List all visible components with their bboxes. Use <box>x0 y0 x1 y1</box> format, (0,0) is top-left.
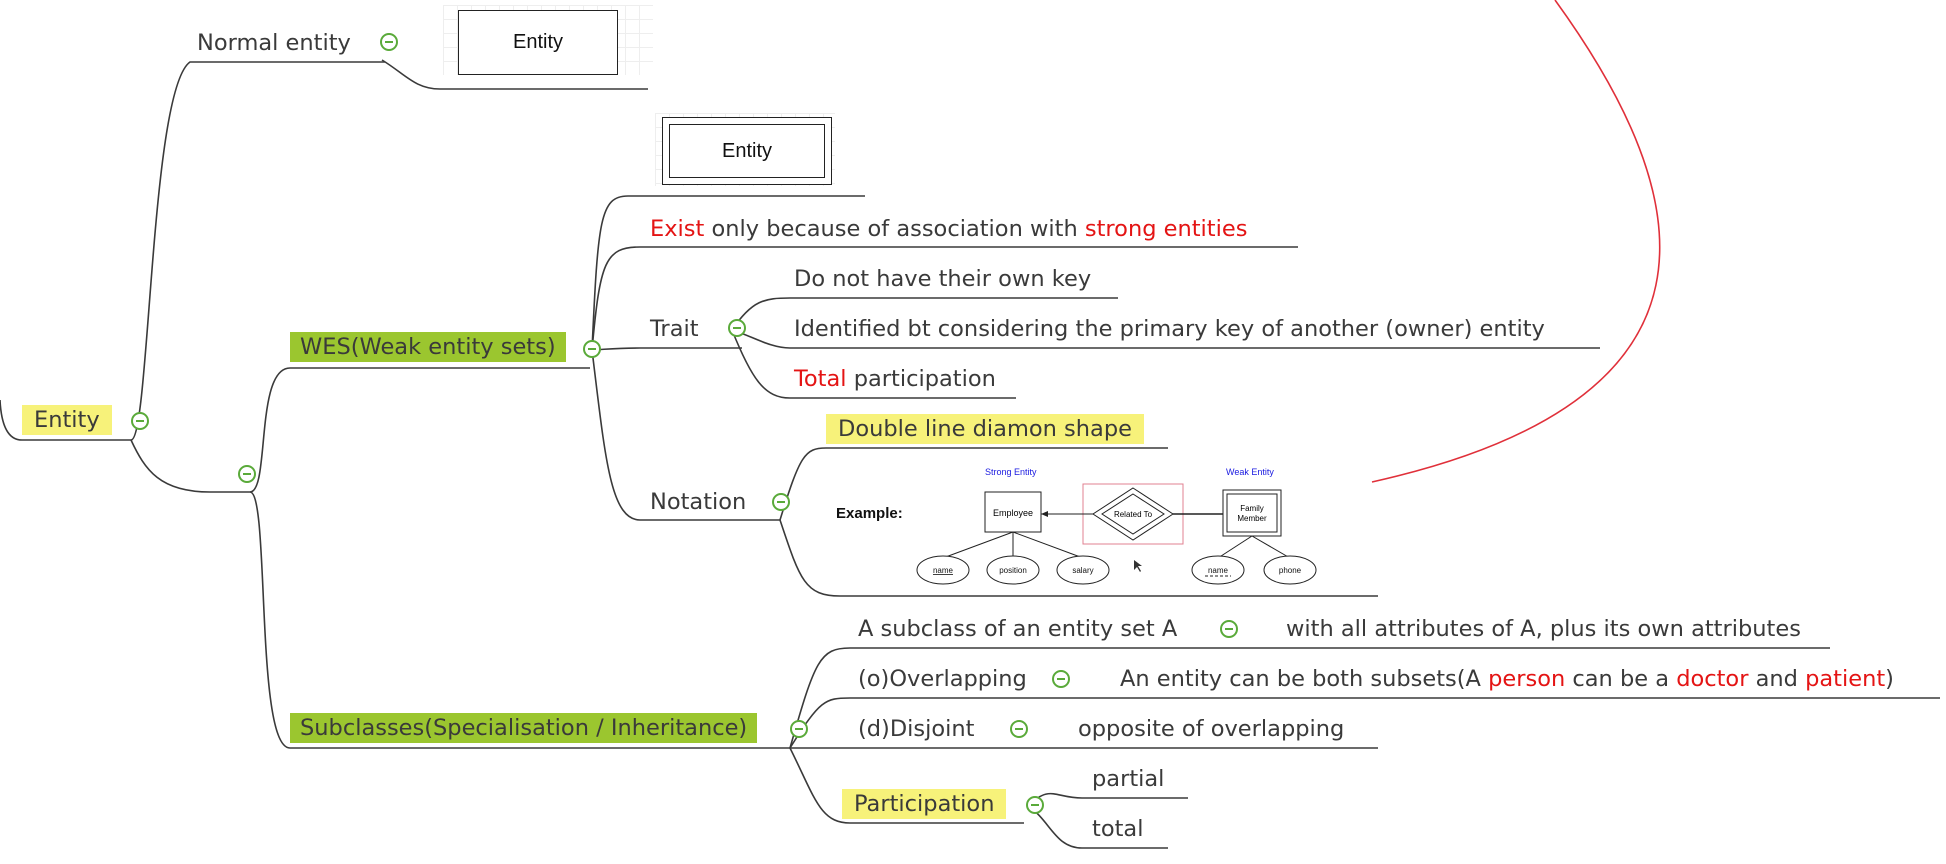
attribute-label: salary <box>1072 566 1093 575</box>
trait-item[interactable]: Identified bt considering the primary ke… <box>794 316 1545 342</box>
collapse-minus-icon[interactable] <box>238 465 256 483</box>
er-example-diagram: Example: Strong Entity Weak Entity Emplo… <box>836 467 1317 585</box>
exist-text[interactable]: Exist only because of association with s… <box>650 214 1247 244</box>
attribute-label: name <box>933 566 954 575</box>
collapse-minus-icon[interactable] <box>1010 720 1028 738</box>
doctor-word: doctor <box>1676 666 1749 692</box>
collapse-minus-icon[interactable] <box>790 720 808 738</box>
collapse-minus-icon[interactable] <box>728 319 746 337</box>
arrow-head-icon <box>1041 511 1048 517</box>
attribute-ellipse <box>1191 555 1245 585</box>
notation-topic[interactable]: Notation <box>650 489 747 515</box>
disjoint-detail[interactable]: opposite of overlapping <box>1078 716 1345 742</box>
strong-entity-title: Strong Entity <box>985 467 1037 477</box>
subclasses-topic[interactable]: Subclasses(Specialisation / Inheritance) <box>290 713 758 743</box>
total-participation-text[interactable]: Total participation <box>794 364 996 394</box>
related-to-label: Related To <box>1114 510 1153 519</box>
collapse-minus-icon[interactable] <box>131 412 149 430</box>
family-member-label-2: Member <box>1237 514 1267 523</box>
collapse-minus-icon[interactable] <box>380 33 398 51</box>
overlapping-topic[interactable]: (o)Overlapping <box>858 666 1027 692</box>
employee-label: Employee <box>993 508 1033 518</box>
related-to-diamond-inner <box>1101 493 1165 535</box>
participation-item[interactable]: partial <box>1092 766 1165 792</box>
subclass-detail[interactable]: with all attributes of A, plus its own a… <box>1286 616 1801 642</box>
strong-entities-word: strong entities <box>1084 216 1248 242</box>
attribute-ellipse <box>916 555 970 585</box>
exist-word: Exist <box>650 216 705 242</box>
double-line-topic[interactable]: Double line diamon shape <box>826 414 1144 444</box>
participation-item[interactable]: total <box>1092 816 1144 842</box>
disjoint-topic[interactable]: (d)Disjoint <box>858 716 975 742</box>
attribute-ellipse <box>1056 555 1110 585</box>
person-word: person <box>1488 666 1566 692</box>
overlap-text-4: ) <box>1885 666 1894 692</box>
trait-topic[interactable]: Trait <box>650 316 699 342</box>
trait-item[interactable]: Do not have their own key <box>794 266 1092 292</box>
family-member-inner <box>1226 493 1278 533</box>
exist-middle: only because of association with <box>704 216 1085 242</box>
overlapping-detail[interactable]: An entity can be both subsets(A person c… <box>1120 664 1894 694</box>
attribute-label: name <box>1208 566 1229 575</box>
overlap-text-3: and <box>1748 666 1806 692</box>
collapse-minus-icon[interactable] <box>1220 620 1238 638</box>
overlap-text-2: can be a <box>1565 666 1677 692</box>
attribute-label: phone <box>1279 566 1302 575</box>
root-topic[interactable]: Entity <box>22 405 112 435</box>
subclass-definition[interactable]: A subclass of an entity set A <box>858 616 1178 642</box>
weak-entity-box-inner: Entity <box>669 124 825 178</box>
overlap-text-1: An entity can be both subsets(A <box>1120 666 1489 692</box>
total-word: Total <box>794 366 847 392</box>
cursor-icon <box>1134 560 1142 572</box>
example-label: Example: <box>836 505 903 522</box>
collapse-minus-icon[interactable] <box>772 493 790 511</box>
collapse-minus-icon[interactable] <box>1052 670 1070 688</box>
attribute-ellipse <box>986 555 1040 585</box>
patient-word: patient <box>1805 666 1886 692</box>
attribute-label: position <box>999 566 1027 575</box>
normal-entity-topic[interactable]: Normal entity <box>197 30 351 56</box>
participation-word: participation <box>846 366 996 392</box>
collapse-minus-icon[interactable] <box>1026 796 1044 814</box>
family-member-label-1: Family <box>1240 504 1264 513</box>
participation-topic[interactable]: Participation <box>842 789 1007 819</box>
collapse-minus-icon[interactable] <box>583 340 601 358</box>
weak-entity-title: Weak Entity <box>1226 467 1274 477</box>
normal-entity-box: Entity <box>458 10 618 75</box>
wes-topic[interactable]: WES(Weak entity sets) <box>290 332 566 362</box>
attribute-ellipse <box>1263 555 1317 585</box>
